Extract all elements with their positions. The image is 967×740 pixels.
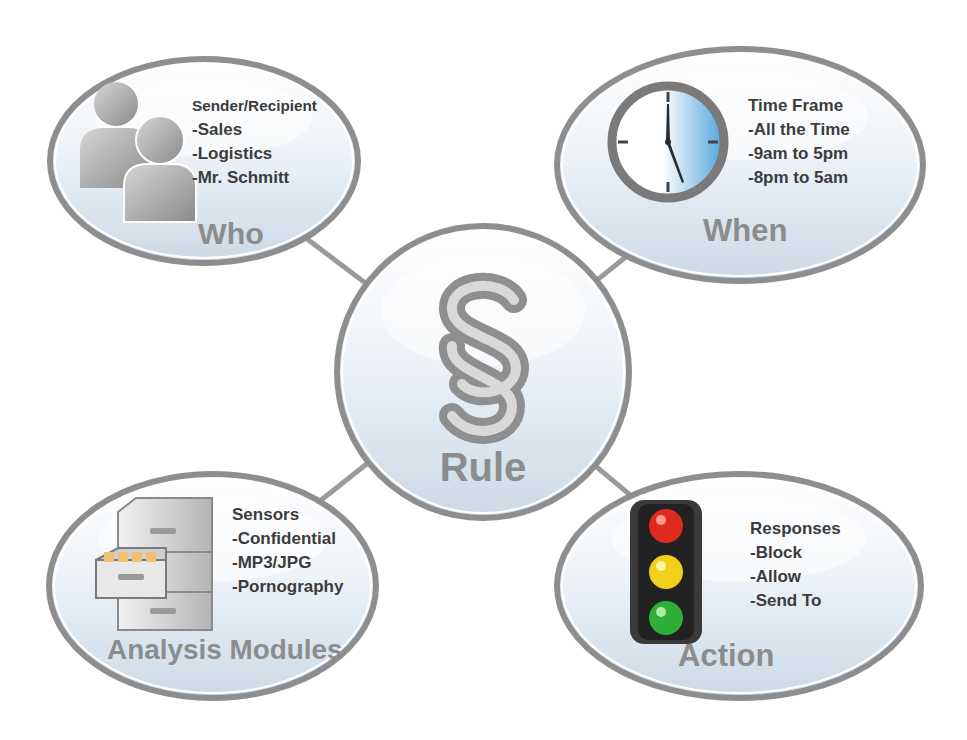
list-item: -9am to 5pm	[748, 143, 848, 165]
list-heading: Sensors	[232, 504, 299, 526]
list-heading: Time Frame	[748, 95, 843, 117]
rule-title: Rule	[333, 444, 633, 490]
category-ellipse: Responses-Block-Allow-Send To Action	[553, 470, 925, 702]
list-item: -Send To	[750, 590, 821, 612]
cabinet-icon	[96, 498, 212, 630]
connector-line	[307, 239, 365, 283]
list-item: -Confidential	[232, 528, 336, 550]
connector-line	[597, 467, 630, 494]
category-ellipse: Sender/Recipient-Sales-Logistics-Mr. Sch…	[46, 55, 362, 267]
category-ellipse: Sensors-Confidential-MP3/JPG-Pornography…	[45, 470, 380, 702]
list-item: -All the Time	[748, 119, 850, 141]
traffic-light-icon	[630, 500, 702, 644]
list-item: -Block	[750, 542, 802, 564]
people-icon	[80, 82, 196, 222]
category-title: Who	[198, 215, 264, 251]
list-item: -Sales	[192, 119, 242, 141]
list-heading: Responses	[750, 518, 841, 540]
clock-icon	[612, 86, 724, 198]
category-ellipse: Time Frame-All the Time-9am to 5pm-8pm t…	[553, 45, 927, 285]
category-title: Action	[678, 638, 774, 674]
list-item: -Mr. Schmitt	[192, 167, 289, 189]
section-sign-icon	[452, 286, 516, 431]
list-item: -Allow	[750, 566, 801, 588]
list-item: -8pm to 5am	[748, 167, 848, 189]
category-title: Analysis Modules	[107, 632, 343, 668]
list-item: -MP3/JPG	[232, 552, 311, 574]
list-heading: Sender/Recipient	[192, 95, 317, 117]
connector-line	[321, 464, 367, 500]
list-item: -Pornography	[232, 576, 343, 598]
category-title: When	[703, 213, 787, 249]
connector-line	[598, 258, 625, 280]
rule-circle: Rule	[333, 222, 633, 522]
ellipse-outline	[553, 45, 927, 285]
list-item: -Logistics	[192, 143, 272, 165]
